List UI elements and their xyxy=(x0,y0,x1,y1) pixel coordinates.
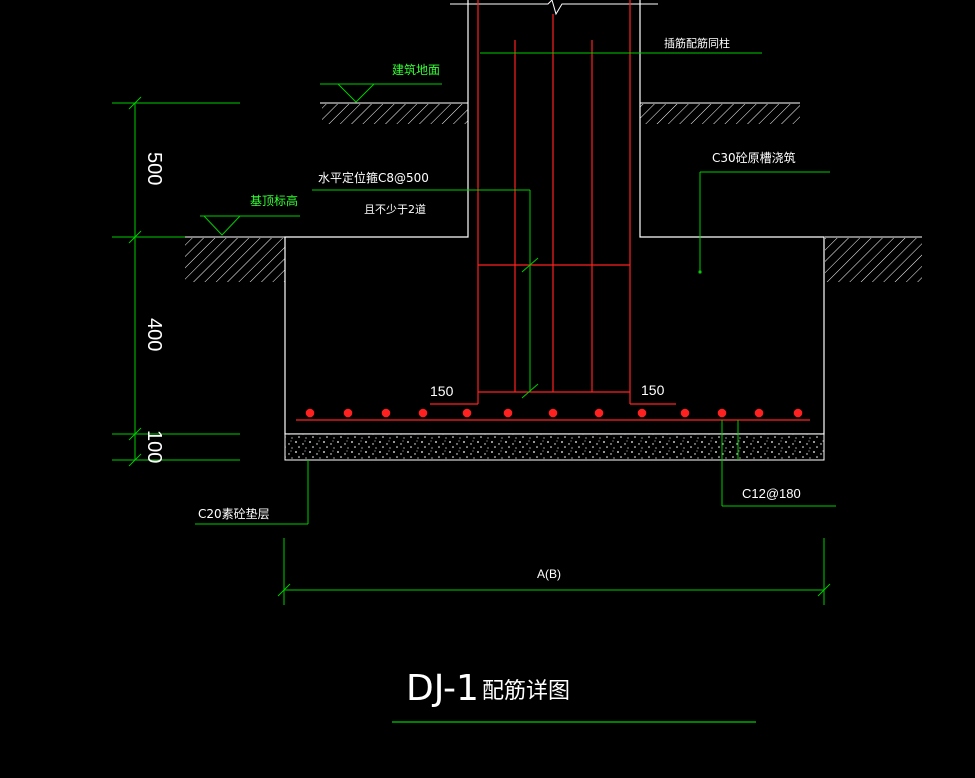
dimension-400: 400 xyxy=(143,318,165,351)
ground-hatch-left-lower xyxy=(185,236,285,282)
foundation-outline xyxy=(284,0,825,435)
bottom-rebar-dots xyxy=(305,408,803,418)
bottom-rebar-label: C12@180 xyxy=(742,486,801,501)
dowel-rebars xyxy=(296,0,810,421)
foundation-top-marker xyxy=(203,215,241,236)
drawing-title-code: DJ-1 xyxy=(406,668,479,709)
cover-right-label: 150 xyxy=(641,382,665,398)
ground-hatch-left-upper xyxy=(320,102,468,124)
foundation-top-elevation-label: 基顶标高 xyxy=(250,193,298,208)
cushion-layer xyxy=(284,433,825,461)
concrete-c30-label: C30砼原槽浇筑 xyxy=(712,150,796,165)
ground-hatch-right-upper xyxy=(640,102,800,124)
c30-leader-dot xyxy=(698,270,702,274)
leader-lines xyxy=(195,52,836,525)
dimension-500: 500 xyxy=(143,152,165,185)
width-dimension-label: A(B) xyxy=(537,567,561,581)
column-break-symbol xyxy=(450,0,658,16)
stirrup-label-line2: 且不少于2道 xyxy=(364,202,426,216)
building-ground-marker xyxy=(337,83,375,103)
cover-left-label: 150 xyxy=(430,383,454,399)
cushion-layer-label: C20素砼垫层 xyxy=(198,506,270,521)
dimension-100: 100 xyxy=(143,430,165,463)
vertical-dimension-chain xyxy=(112,96,240,467)
stirrup-label-line1: 水平定位箍C8@500 xyxy=(318,170,429,185)
ground-hatch-right-lower xyxy=(825,236,922,282)
width-dimension xyxy=(277,538,831,605)
dowel-rebar-label: 插筋配筋同柱 xyxy=(664,36,730,50)
building-ground-label: 建筑地面 xyxy=(392,62,440,77)
drawing-title-name: 配筋详图 xyxy=(482,679,570,704)
